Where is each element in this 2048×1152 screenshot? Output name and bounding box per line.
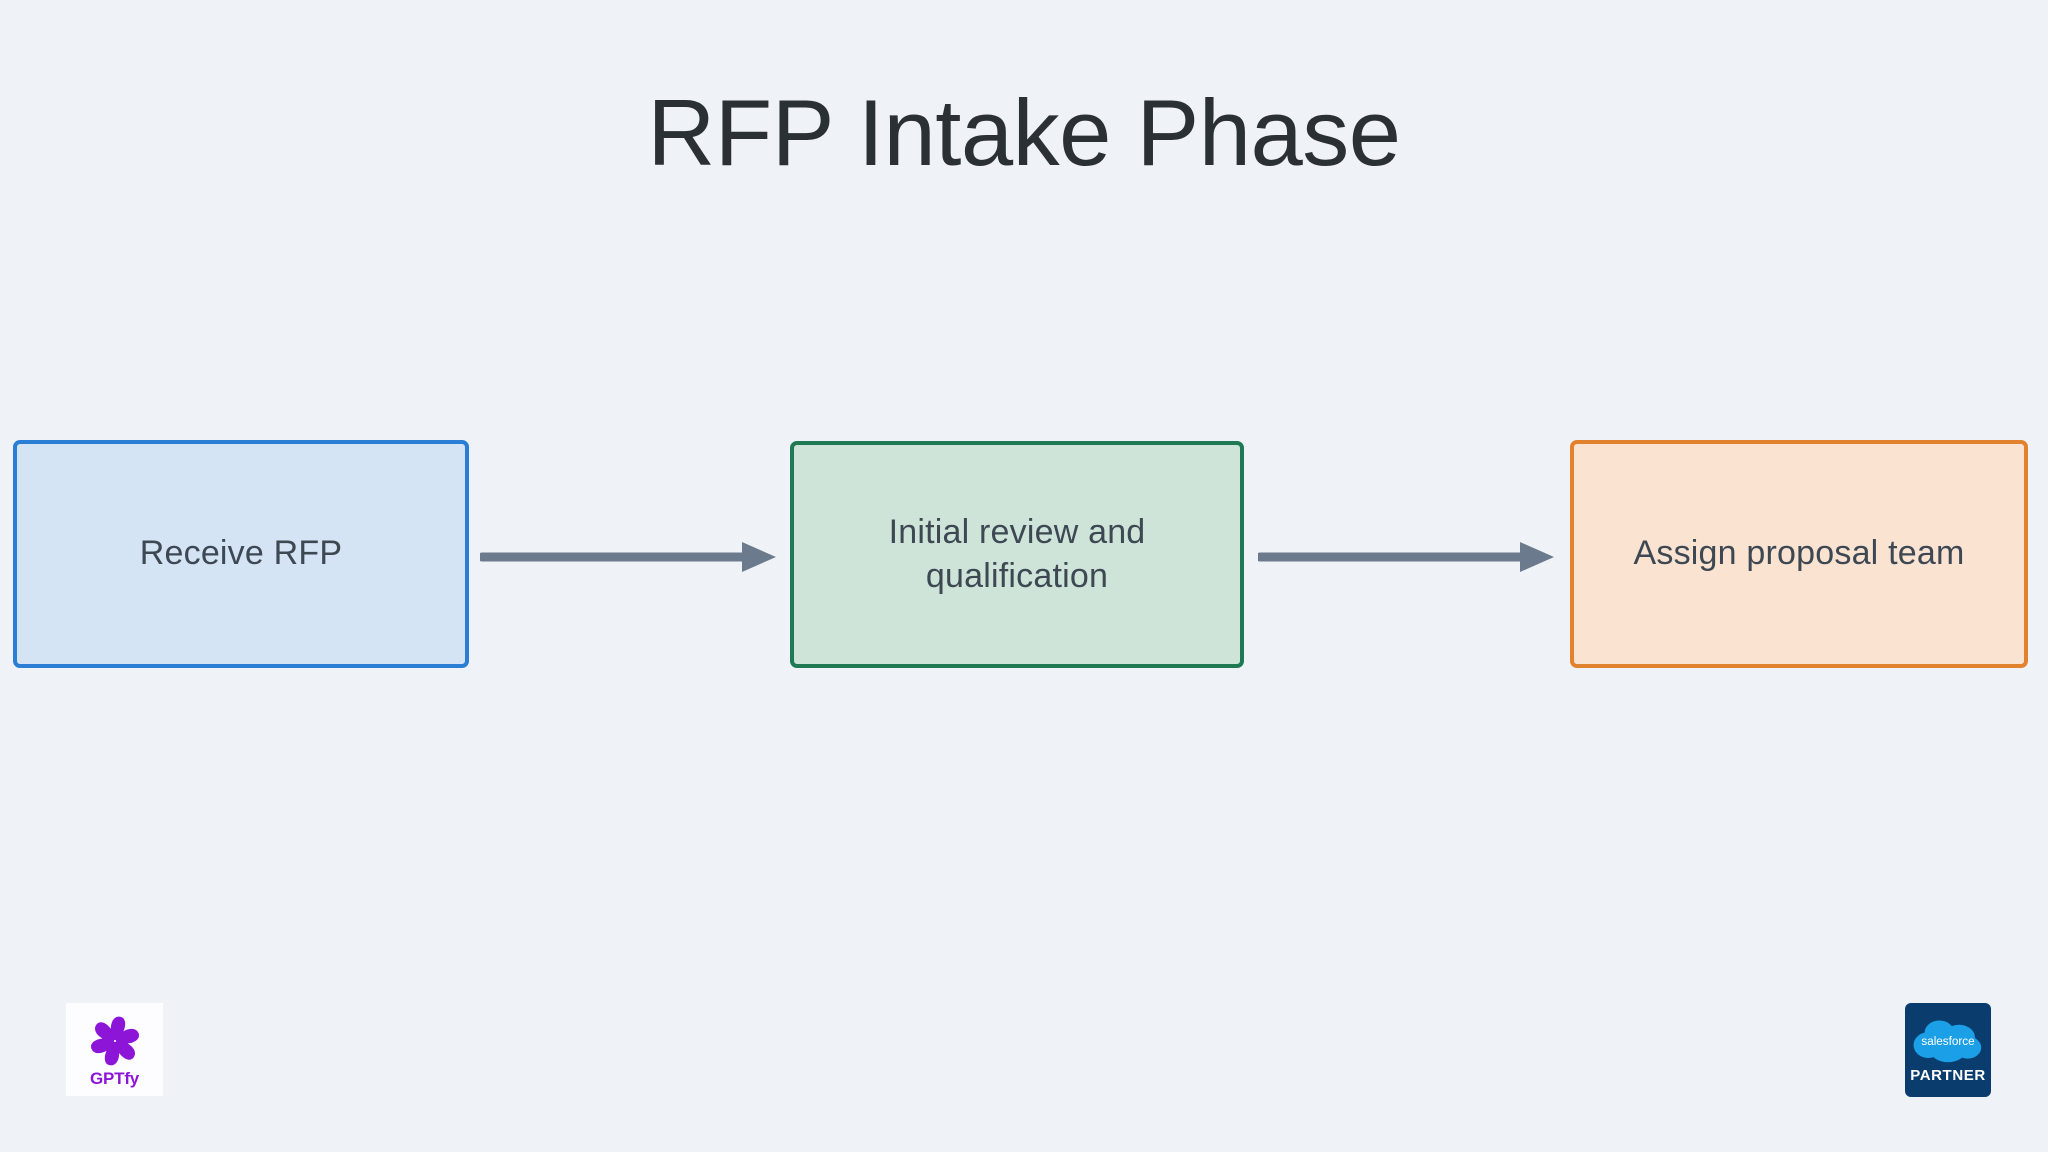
gptfy-wordmark: GPTfy <box>89 1068 140 1088</box>
partner-tier-label: PARTNER <box>1910 1066 1986 1084</box>
salesforce-partner-badge: salesforce PARTNER <box>1905 1003 1991 1097</box>
flow-node-label: Assign proposal team <box>1633 534 1965 573</box>
flow-node-label: Receive RFP <box>139 534 343 573</box>
flow-node-label: Initial review and qualification <box>888 512 1146 595</box>
flow-arrow-receive-rfp-to-initial-review <box>480 537 780 577</box>
salesforce-cloud-label: salesforce <box>1921 1035 1974 1048</box>
page-title: RFP Intake Phase <box>647 79 1401 185</box>
flow-node-assign-team[interactable]: Assign proposal team <box>1570 440 2028 668</box>
gptfy-logo: GPTfy <box>66 1003 163 1096</box>
flow-node-receive-rfp[interactable]: Receive RFP <box>13 440 469 668</box>
arrow-right-icon <box>480 542 776 572</box>
flow-arrow-initial-review-to-assign-team <box>1258 537 1558 577</box>
flow-node-initial-review[interactable]: Initial review and qualification <box>790 441 1244 668</box>
salesforce-cloud-icon: salesforce <box>1913 1019 1982 1062</box>
arrow-right-icon <box>1258 542 1554 572</box>
gptfy-pinwheel-icon <box>90 1016 139 1065</box>
